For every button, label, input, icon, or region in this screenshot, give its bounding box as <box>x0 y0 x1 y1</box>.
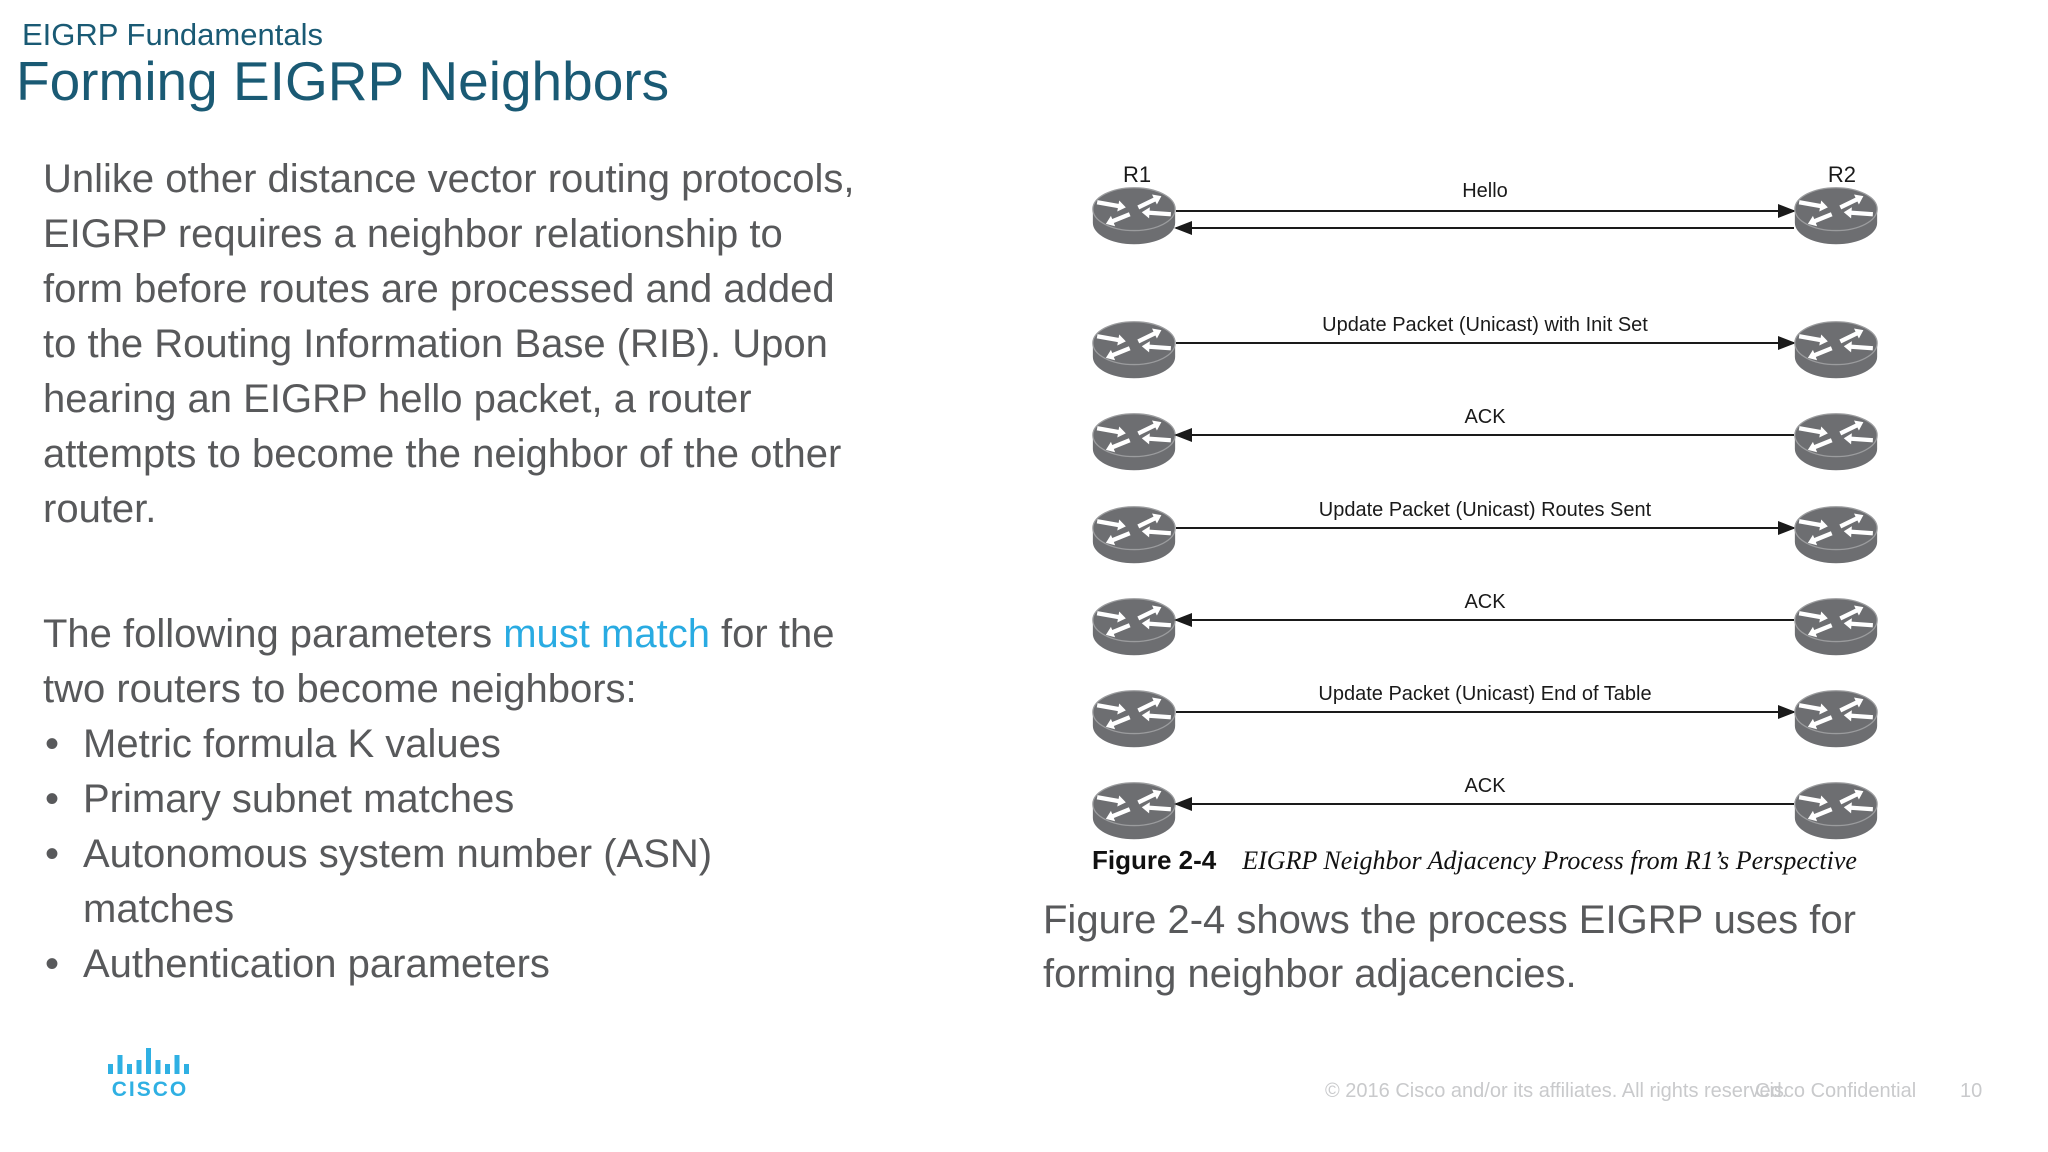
message-lane: ACK <box>1174 775 1794 841</box>
message-lane: Update Packet (Unicast) End of Table <box>1176 683 1796 749</box>
router-icon <box>1792 186 1880 246</box>
diagram-row: ACK <box>1090 775 1880 841</box>
router-icon <box>1792 689 1880 749</box>
diagram-row: Update Packet (Unicast) Routes Sent <box>1090 499 1880 565</box>
router-icon <box>1090 186 1178 246</box>
message-label: ACK <box>1464 775 1506 797</box>
arrow-left-icon <box>1174 797 1794 811</box>
footer-copyright: © 2016 Cisco and/or its affiliates. All … <box>1325 1080 1788 1102</box>
list-item: Authentication parameters <box>43 937 983 992</box>
body-text-column: Unlike other distance vector routing pro… <box>43 152 983 992</box>
router-icon <box>1792 320 1880 380</box>
arrow-right-icon <box>1176 336 1796 350</box>
message-lane: Hello <box>1174 180 1796 246</box>
footer-page-number: 10 <box>1960 1080 1983 1102</box>
diagram-row: Hello <box>1090 180 1880 246</box>
router-icon <box>1090 505 1178 565</box>
message-lane: ACK <box>1174 591 1794 657</box>
cisco-logo: CISCO <box>103 1046 198 1106</box>
router-icon <box>1792 505 1880 565</box>
diagram-row: ACK <box>1090 591 1880 657</box>
router-icon <box>1090 689 1178 749</box>
router-icon <box>1792 597 1880 657</box>
parameters-list: Metric formula K valuesPrimary subnet ma… <box>43 717 983 992</box>
list-item: Metric formula K values <box>43 717 983 772</box>
page-title: Forming EIGRP Neighbors <box>16 50 670 112</box>
arrow-right-icon <box>1176 705 1796 719</box>
cisco-logo-text: CISCO <box>112 1078 189 1101</box>
footer-confidential: Cisco Confidential <box>1755 1080 1917 1102</box>
figure-caption-number: Figure 2-4 <box>1092 845 1217 875</box>
parameters-paragraph-after: for the two routers to become neighbors: <box>43 612 835 711</box>
message-label: ACK <box>1464 591 1506 613</box>
arrow-left-icon <box>1174 613 1794 627</box>
arrow-left-icon <box>1174 221 1794 235</box>
message-label: Update Packet (Unicast) Routes Sent <box>1318 499 1652 521</box>
diagram-row: Update Packet (Unicast) End of Table <box>1090 683 1880 749</box>
message-lane: Update Packet (Unicast) Routes Sent <box>1176 499 1796 565</box>
arrow-left-icon <box>1174 428 1794 442</box>
intro-paragraph: Unlike other distance vector routing pro… <box>43 157 855 531</box>
list-item: Autonomous system number (ASN) matches <box>43 827 983 937</box>
eigrp-adjacency-diagram: R1 R2 Hello <box>1090 150 1880 850</box>
message-lane: Update Packet (Unicast) with Init Set <box>1176 314 1796 380</box>
router-icon <box>1090 320 1178 380</box>
figure-note: Figure 2-4 shows the process EIGRP uses … <box>1043 898 1856 996</box>
arrow-right-icon <box>1176 521 1796 535</box>
router-icon <box>1792 412 1880 472</box>
router-r1-label: R1 <box>1123 162 1152 187</box>
parameters-paragraph: The following parameters must match for … <box>43 607 983 717</box>
router-icon <box>1792 781 1880 841</box>
parameters-paragraph-before: The following parameters <box>43 612 504 656</box>
router-icon <box>1090 597 1178 657</box>
router-r2-label: R2 <box>1827 162 1856 187</box>
figure-caption-text: EIGRP Neighbor Adjacency Process from R1… <box>1242 846 1857 875</box>
router-icon <box>1090 412 1178 472</box>
message-lane: ACK <box>1174 406 1794 472</box>
list-item: Primary subnet matches <box>43 772 983 827</box>
message-label: Hello <box>1462 180 1508 202</box>
router-icon <box>1090 781 1178 841</box>
message-label: ACK <box>1464 406 1506 428</box>
diagram-row: ACK <box>1090 406 1880 472</box>
message-label: Update Packet (Unicast) with Init Set <box>1322 314 1648 336</box>
cisco-logo-icon: CISCO <box>108 1048 189 1101</box>
message-label: Update Packet (Unicast) End of Table <box>1318 683 1652 705</box>
slide-kicker: EIGRP Fundamentals <box>22 17 323 52</box>
arrow-right-icon <box>1176 204 1796 218</box>
must-match-highlight: must match <box>503 612 710 656</box>
figure-caption: Figure 2-4 EIGRP Neighbor Adjacency Proce… <box>1092 845 1857 876</box>
diagram-row: Update Packet (Unicast) with Init Set <box>1090 314 1880 380</box>
